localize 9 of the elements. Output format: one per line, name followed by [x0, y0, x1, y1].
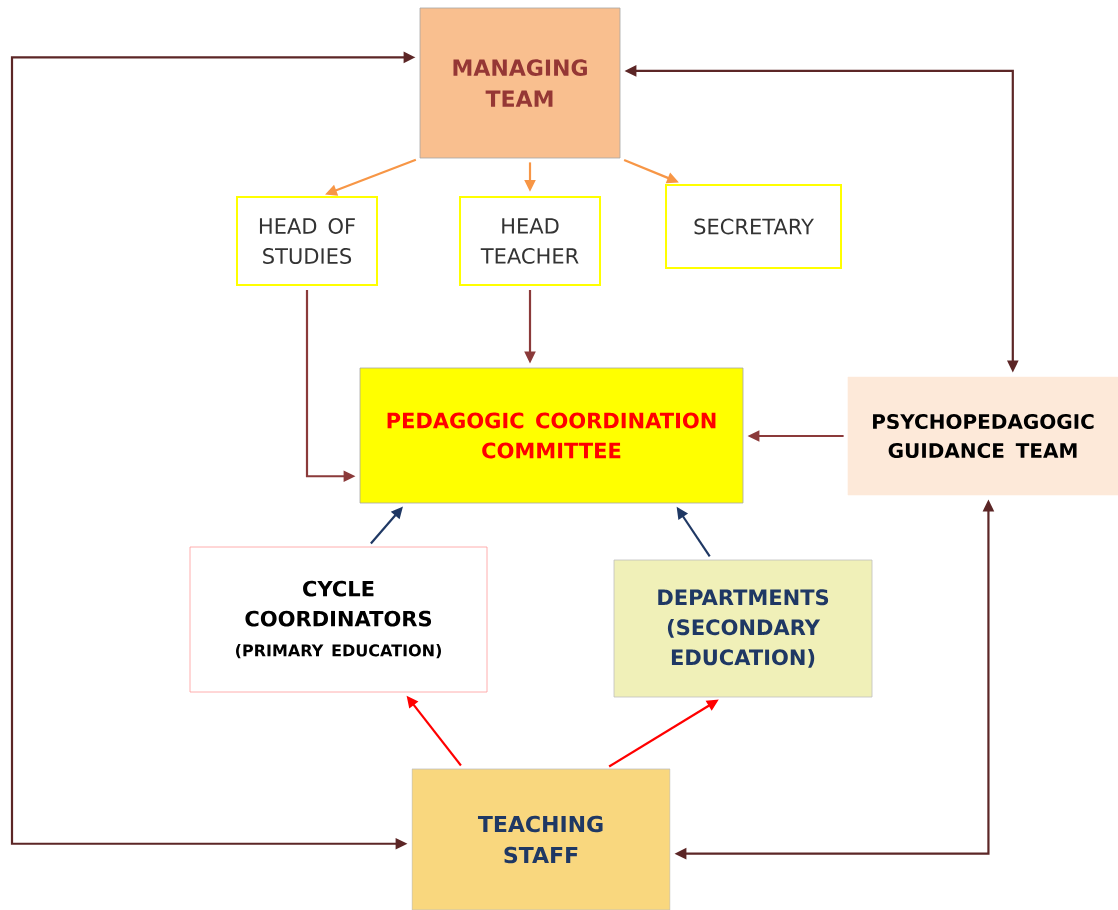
- process-box: PSYCHOPEDAGOGIC GUIDANCE TEAM: [847, 376, 1118, 496]
- process-box: DEPARTMENTS (SECONDARY EDUCATION): [613, 559, 873, 698]
- process-box: TEACHING STAFF: [411, 768, 671, 910]
- process-box: SECRETARY: [665, 184, 842, 269]
- process-box: PEDAGOGIC COORDINATION COMMITTEE: [359, 367, 744, 504]
- process-box: MANAGING TEAM: [419, 7, 621, 159]
- process-box: HEAD OF STUDIES: [236, 196, 378, 286]
- process-box: HEAD TEACHER: [459, 196, 601, 286]
- process-box: CYCLE COORDINATORS (PRIMARY EDUCATION): [189, 546, 488, 693]
